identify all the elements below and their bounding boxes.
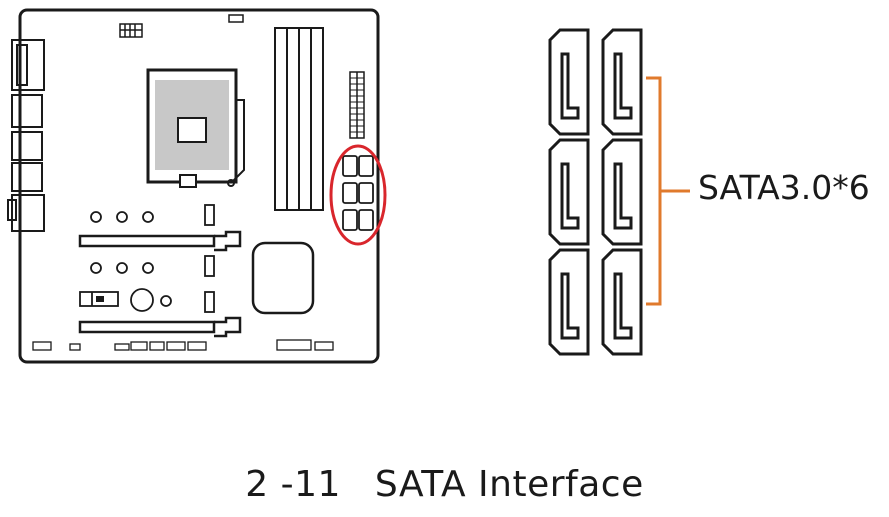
pcie-slot-top [78, 230, 242, 252]
board-small-component [79, 291, 119, 307]
sata-bracket [646, 76, 690, 306]
sata-port-icon [601, 248, 643, 356]
sata-port-icon [548, 248, 590, 356]
caption-title: SATA Interface [374, 464, 644, 505]
caption-number: 2 -11 [245, 464, 341, 505]
motherboard-outline [18, 8, 380, 364]
cpu-socket [146, 68, 245, 188]
m2-connectors [204, 204, 215, 313]
pcie-slot-bottom [78, 316, 242, 338]
chipset [251, 241, 315, 315]
sata-ports-illustration [548, 28, 643, 356]
sata-label: SATA3.0*6 [698, 168, 870, 207]
sata-port-key [560, 272, 580, 340]
sata-port-key [560, 162, 580, 230]
sata-port-icon [548, 138, 590, 246]
sata-port-key [613, 162, 633, 230]
sata-highlight-circle [329, 144, 387, 246]
board-circles [90, 211, 172, 312]
sata-port-icon [601, 138, 643, 246]
board-sata-ports [342, 155, 374, 231]
atx-power-connector [349, 71, 365, 139]
dimm-slots [274, 27, 324, 211]
figure-caption: 2 -11 SATA Interface [0, 464, 889, 505]
sata-port-key [560, 52, 580, 120]
bottom-headers [32, 339, 334, 351]
sata-port-icon [548, 28, 590, 136]
sata-port-key [613, 52, 633, 120]
rear-io-ports [7, 39, 45, 232]
sata-port-key [613, 272, 633, 340]
sata-port-icon [601, 28, 643, 136]
top-headers [119, 14, 244, 38]
